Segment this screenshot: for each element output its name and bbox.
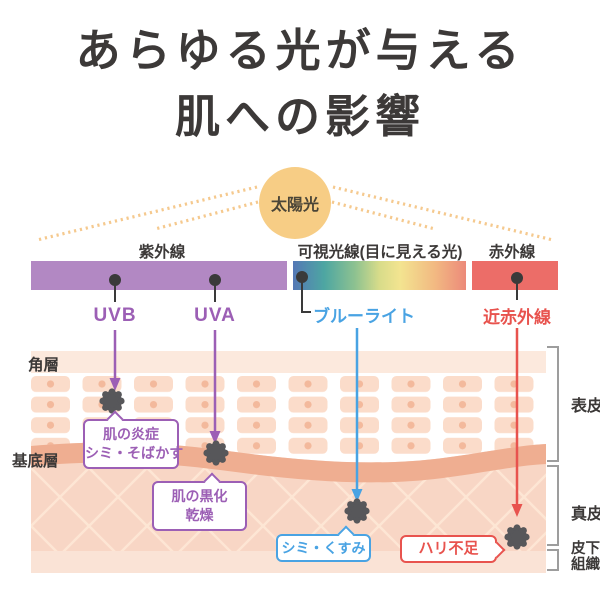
- near-infrared-effect-label: ハリ不足: [418, 540, 479, 557]
- dermis-bracket: [547, 465, 559, 546]
- page-title: あらゆる光が与える 肌への影響: [0, 18, 600, 150]
- epidermis-bracket: [547, 346, 559, 462]
- blue-light-damage-blob: [344, 498, 370, 524]
- dermis-label: 真皮: [571, 506, 600, 523]
- uvb-effect-line-1: 肌の炎症: [103, 426, 159, 442]
- uva-effect-callout: 肌の黒化 乾燥: [152, 472, 247, 531]
- blue-light-effect-label: シミ・くすみ: [281, 540, 366, 556]
- epidermis-label: 表皮: [571, 398, 600, 415]
- blue-light-label: ブルーライト: [313, 307, 415, 326]
- sun-icon: 太陽光: [259, 167, 331, 239]
- uvb-damage-blob: [99, 388, 125, 414]
- subcutaneous-label-line-1: 皮下: [571, 541, 600, 557]
- uva-arrow: [209, 330, 221, 444]
- uva-label: UVA: [194, 305, 236, 326]
- title-line-2: 肌への影響: [174, 91, 425, 142]
- near-infrared-effect-callout: ハリ不足: [400, 535, 506, 563]
- basal-layer-label: 基底層: [12, 453, 59, 470]
- subcutaneous-bracket: [547, 549, 559, 571]
- stratum-corneum-label: 角層: [28, 357, 60, 374]
- uva-damage-blob: [203, 440, 229, 466]
- near-infrared-damage-blob: [504, 524, 530, 550]
- near-infrared-label: 近赤外線: [483, 308, 551, 327]
- blue-light-effect-callout: シミ・くすみ: [276, 525, 371, 562]
- stratum-corneum-band: [31, 351, 546, 373]
- uvb-effect-callout: 肌の炎症 シミ・そばかす: [83, 410, 184, 469]
- visible-bar-label: 可視光線(目に見える光): [297, 244, 463, 261]
- uv-spectrum-bar: [31, 261, 287, 290]
- uva-effect-line-1: 肌の黒化: [171, 488, 228, 504]
- visible-light-spectrum-bar: [293, 261, 466, 290]
- subcutaneous-label: 皮下 組織: [571, 541, 600, 573]
- uvb-arrow: [109, 330, 121, 391]
- uva-effect-line-2: 乾燥: [185, 507, 214, 523]
- sun-rays-icon: [36, 185, 554, 242]
- title-line-1: あらゆる光が与える: [75, 25, 525, 76]
- near-infrared-arrow: [511, 328, 523, 517]
- infrared-bar-label: 赤外線: [488, 244, 536, 261]
- uvb-effect-line-2: シミ・そばかす: [85, 445, 184, 461]
- sun-label: 太陽光: [270, 197, 319, 214]
- blue-light-arrow: [351, 328, 363, 502]
- subcutaneous-label-line-2: 組織: [571, 557, 600, 573]
- uv-bar-label: 紫外線: [138, 244, 186, 261]
- layer-brackets: [547, 346, 559, 571]
- uvb-label: UVB: [93, 305, 137, 326]
- bar-markers: [109, 271, 523, 313]
